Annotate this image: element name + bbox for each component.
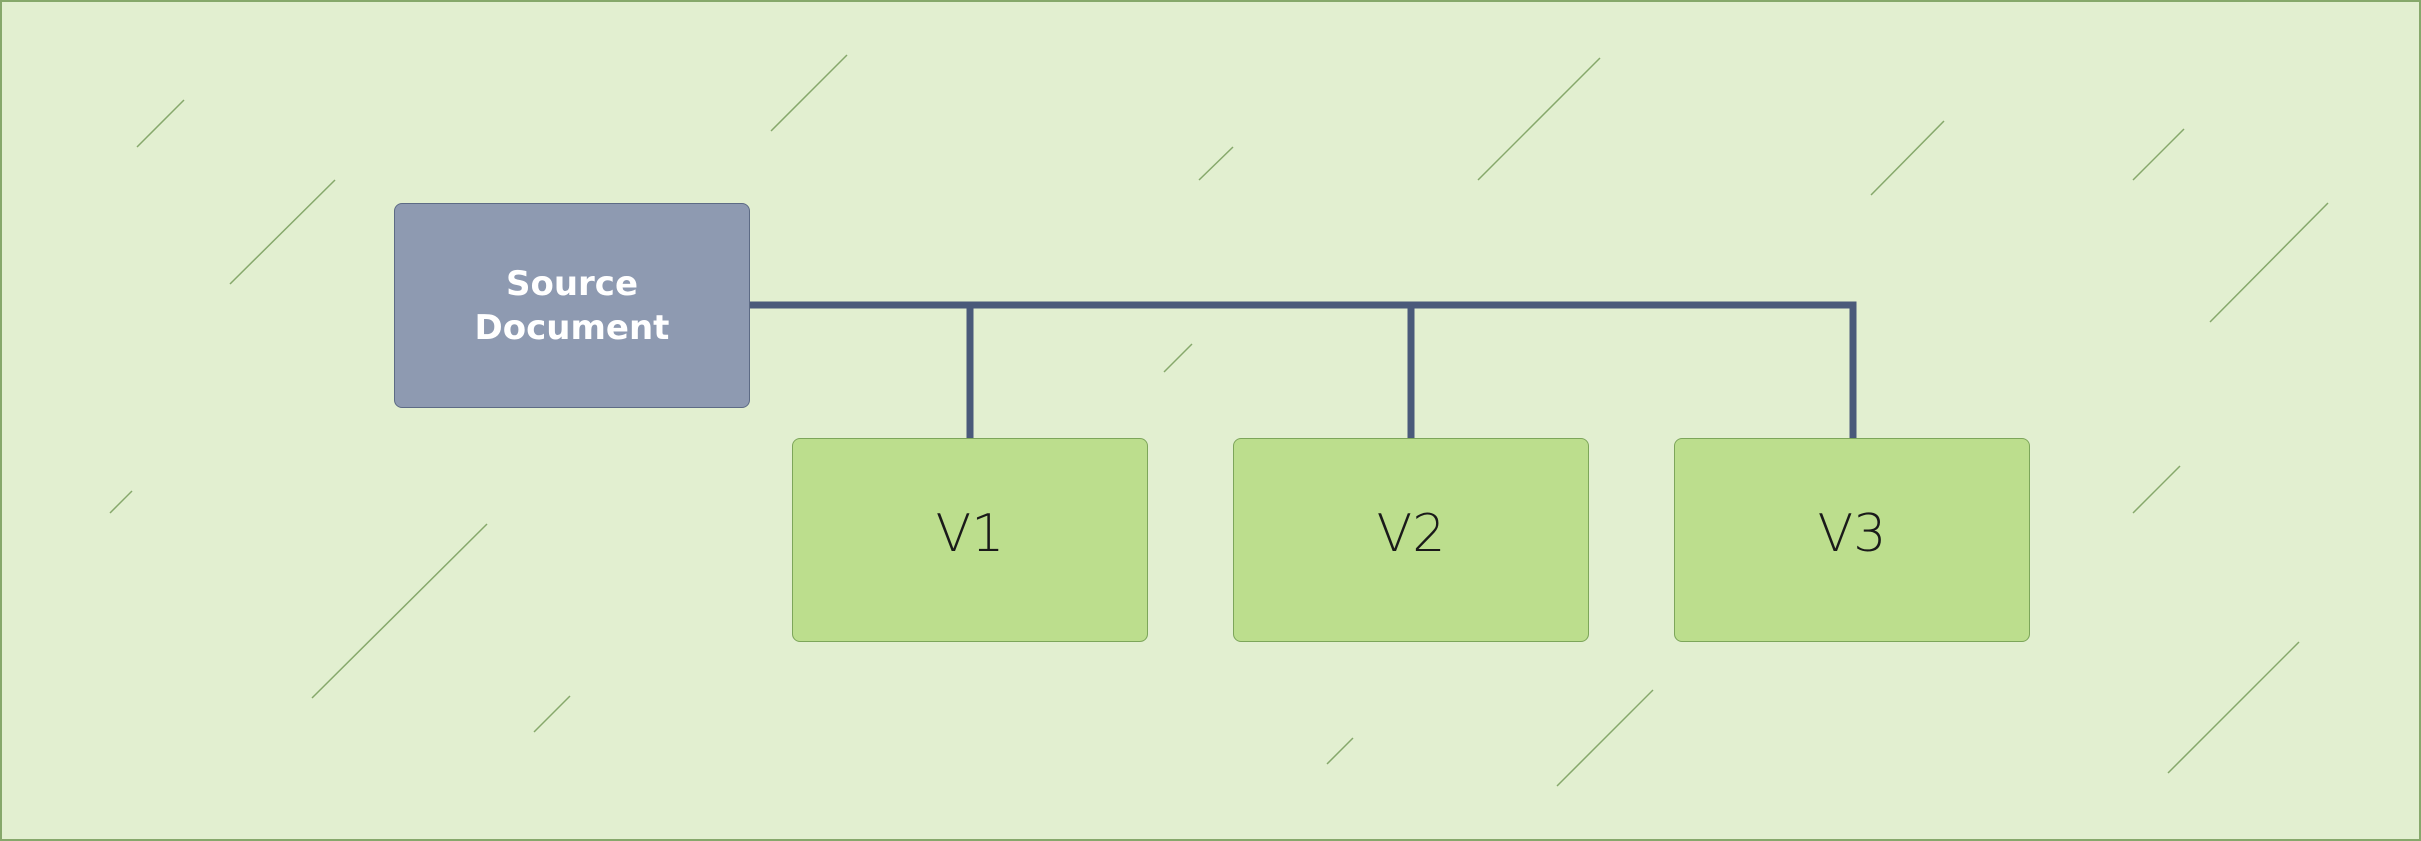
source-document-label: Source Document — [474, 263, 670, 348]
hatch-line — [1556, 689, 1654, 787]
hatch-line — [2132, 128, 2185, 181]
hatch-line — [136, 99, 185, 148]
hatch-line — [1326, 737, 1354, 765]
version-label-v1: V1 — [935, 504, 1005, 564]
hatch-line — [1477, 57, 1601, 181]
hatch-line — [2132, 465, 2181, 514]
hatch-line — [2167, 641, 2300, 774]
hatch-line — [1870, 120, 1945, 196]
version-label-v3: V3 — [1817, 504, 1887, 564]
hatch-line — [1163, 343, 1193, 373]
version-node-v2: V2 — [1233, 438, 1589, 642]
hatch-line — [770, 54, 848, 132]
hatch-line — [1198, 146, 1234, 181]
source-document-node: Source Document — [394, 203, 750, 408]
version-node-v1: V1 — [792, 438, 1148, 642]
hatch-line — [109, 490, 133, 514]
version-label-v2: V2 — [1376, 504, 1446, 564]
hatch-line — [2209, 202, 2329, 323]
background-hatch-lines — [109, 54, 2329, 787]
trunk-connector — [750, 301, 1857, 438]
tree-connectors — [750, 301, 1857, 438]
hatch-line — [533, 695, 571, 733]
hatch-line — [311, 523, 488, 699]
version-node-v3: V3 — [1674, 438, 2030, 642]
hatch-line — [229, 179, 336, 285]
